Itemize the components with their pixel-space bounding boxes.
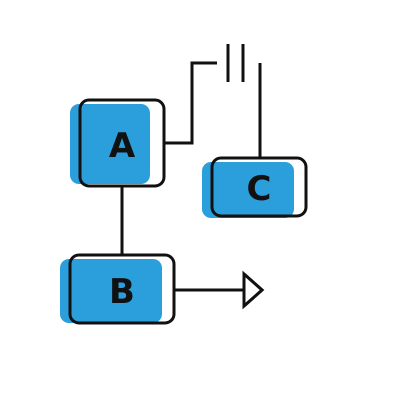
node-c-fill: [202, 162, 294, 218]
node-c[interactable]: C: [202, 156, 308, 218]
node-b-label: B: [109, 272, 135, 312]
arrow-head-outline: [242, 270, 265, 310]
node-a-fill: [70, 104, 150, 184]
capacitor-symbol: [226, 44, 245, 82]
node-a-label: A: [109, 126, 136, 166]
node-c-outline: [210, 156, 308, 218]
node-a[interactable]: A: [70, 98, 166, 188]
output-arrow: [174, 270, 265, 310]
node-c-label: C: [247, 169, 272, 209]
node-b-fill: [60, 259, 162, 323]
node-b[interactable]: B: [60, 253, 176, 325]
node-a-outline: [78, 98, 166, 188]
node-b-outline: [68, 253, 176, 325]
connector-a-to-capacitor: [164, 61, 217, 145]
